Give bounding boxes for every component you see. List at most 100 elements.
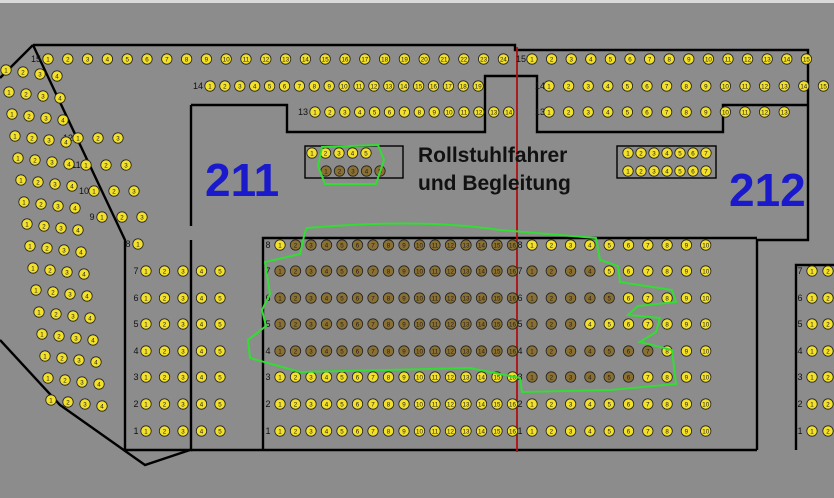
seat-lower-center-left[interactable]: 16	[506, 345, 519, 357]
seat-upper-right[interactable]: 7	[660, 106, 673, 118]
seat-lower-center-left[interactable]: 2	[289, 398, 302, 410]
seat-upper-right[interactable]: 14	[798, 80, 810, 92]
seat-lower-center-right[interactable]: 8	[661, 425, 673, 437]
seat-mid-left[interactable]: 3	[177, 398, 189, 410]
seat-upper-right[interactable]: 2	[545, 53, 558, 65]
seat-lower-center-left[interactable]: 12	[444, 425, 457, 437]
seat-lower-center-left[interactable]: 10	[413, 318, 426, 330]
seat-diagonal-left[interactable]: 4	[66, 180, 78, 192]
seat-diagonal-left[interactable]: 1	[24, 240, 36, 252]
seat-lower-center-right[interactable]: 6	[622, 398, 635, 410]
seat-upper-right[interactable]: 4	[585, 53, 597, 65]
seat-upper-left[interactable]: 2	[324, 106, 336, 118]
seat-mid-left[interactable]: 4	[195, 371, 208, 383]
seat-diagonal-left[interactable]: 2	[56, 352, 68, 364]
seat-far-right[interactable]: 2	[822, 425, 834, 437]
seat-mid-left[interactable]: 1	[80, 159, 92, 171]
seat-lower-center-right[interactable]: 10	[700, 318, 712, 330]
seat-far-right[interactable]: 1	[806, 398, 818, 410]
seat-lower-center-left[interactable]: 13	[460, 239, 472, 251]
seat-upper-left[interactable]: 7	[398, 106, 410, 118]
seat-lower-center-left[interactable]: 6	[351, 345, 364, 357]
seat-upper-right[interactable]: 1	[526, 53, 538, 65]
seat-mid-left[interactable]: 1	[140, 425, 152, 437]
seat-lower-center-left[interactable]: 10	[413, 239, 426, 251]
seat-wheelchair-right-top[interactable]: 2	[635, 147, 647, 159]
seat-lower-center-left[interactable]: 1	[274, 371, 286, 383]
seat-upper-right[interactable]: 9	[683, 53, 695, 65]
seat-upper-left[interactable]: 7	[161, 53, 173, 65]
seat-wheelchair-left-top[interactable]: 1	[306, 147, 318, 159]
seat-lower-center-left[interactable]: 13	[460, 425, 472, 437]
seat-upper-left[interactable]: 10	[443, 106, 455, 118]
seat-upper-left[interactable]: 24	[497, 53, 509, 65]
seat-lower-center-right[interactable]: 5	[603, 425, 615, 437]
seat-upper-right[interactable]: 11	[739, 106, 751, 118]
seat-diagonal-left[interactable]: 1	[21, 218, 33, 230]
seat-lower-center-right[interactable]: 5	[603, 292, 615, 304]
seat-upper-left[interactable]: 8	[181, 53, 193, 65]
seat-upper-left[interactable]: 22	[458, 53, 470, 65]
seat-mid-left[interactable]: 4	[195, 398, 208, 410]
seat-lower-center-right[interactable]: 3	[564, 318, 577, 330]
seat-lower-center-left[interactable]: 9	[398, 398, 410, 410]
seat-lower-center-right[interactable]: 4	[584, 425, 596, 437]
seat-lower-center-left[interactable]: 6	[351, 398, 364, 410]
seat-lower-center-left[interactable]: 3	[305, 292, 317, 304]
seat-upper-left[interactable]: 4	[101, 53, 114, 65]
seat-lower-center-right[interactable]: 1	[526, 265, 538, 277]
seat-lower-center-left[interactable]: 9	[398, 371, 410, 383]
seat-wheelchair-right-top[interactable]: 7	[700, 147, 712, 159]
seat-mid-left[interactable]: 4	[195, 425, 208, 437]
seat-mid-left[interactable]: 2	[92, 132, 104, 144]
seat-wheelchair-right-bottom[interactable]: 3	[648, 165, 660, 177]
seat-upper-left[interactable]: 6	[383, 106, 396, 118]
seat-far-right[interactable]: 2	[822, 292, 834, 304]
seat-lower-center-left[interactable]: 8	[382, 371, 395, 383]
seat-upper-right[interactable]: 11	[739, 80, 751, 92]
seat-lower-center-left[interactable]: 5	[336, 425, 348, 437]
seat-mid-left[interactable]: 2	[158, 425, 171, 437]
seat-upper-left[interactable]: 23	[477, 53, 490, 65]
seat-lower-center-right[interactable]: 10	[700, 292, 712, 304]
seat-upper-left[interactable]: 16	[427, 80, 440, 92]
seat-lower-center-left[interactable]: 11	[429, 265, 441, 277]
seat-diagonal-left[interactable]: 2	[47, 286, 59, 298]
seat-lower-center-left[interactable]: 16	[506, 318, 519, 330]
seat-mid-left[interactable]: 1	[140, 371, 152, 383]
seat-lower-center-left[interactable]: 6	[351, 239, 364, 251]
seat-lower-center-right[interactable]: 3	[564, 292, 577, 304]
seat-lower-center-left[interactable]: 3	[305, 371, 317, 383]
seat-lower-center-left[interactable]: 7	[367, 371, 379, 383]
seat-lower-center-left[interactable]: 13	[460, 398, 472, 410]
seat-upper-left[interactable]: 8	[413, 106, 425, 118]
seat-lower-center-right[interactable]: 4	[584, 318, 596, 330]
seat-diagonal-left[interactable]: 1	[27, 262, 39, 274]
seat-lower-center-right[interactable]: 10	[700, 371, 712, 383]
seat-lower-center-right[interactable]: 8	[661, 318, 673, 330]
seat-lower-center-left[interactable]: 8	[382, 265, 395, 277]
seat-diagonal-left[interactable]: 3	[64, 288, 76, 300]
seat-wheelchair-right-top[interactable]: 4	[661, 147, 673, 159]
seat-lower-center-left[interactable]: 6	[351, 371, 364, 383]
seat-lower-center-right[interactable]: 3	[564, 265, 577, 277]
seat-lower-center-left[interactable]: 6	[351, 425, 364, 437]
seat-lower-center-left[interactable]: 3	[305, 239, 317, 251]
seat-lower-center-right[interactable]: 4	[584, 345, 596, 357]
seat-mid-left[interactable]: 1	[140, 345, 152, 357]
seat-wheelchair-left-bottom[interactable]: 3	[347, 165, 359, 177]
seat-diagonal-left[interactable]: 3	[67, 310, 79, 322]
seat-lower-center-left[interactable]: 7	[367, 239, 379, 251]
seat-diagonal-left[interactable]: 3	[43, 134, 55, 146]
seat-lower-center-right[interactable]: 8	[661, 265, 673, 277]
seat-lower-center-left[interactable]: 15	[491, 398, 503, 410]
seat-diagonal-left[interactable]: 3	[76, 376, 88, 388]
seat-lower-center-right[interactable]: 2	[545, 318, 557, 330]
seat-upper-left[interactable]: 15	[412, 80, 425, 92]
seat-diagonal-left[interactable]: 1	[0, 64, 12, 76]
seat-diagonal-left[interactable]: 2	[50, 308, 62, 320]
seat-upper-left[interactable]: 9	[323, 80, 335, 92]
seat-lower-center-right[interactable]: 7	[642, 398, 654, 410]
seat-lower-center-left[interactable]: 4	[320, 398, 333, 410]
seat-upper-left[interactable]: 2	[219, 80, 231, 92]
